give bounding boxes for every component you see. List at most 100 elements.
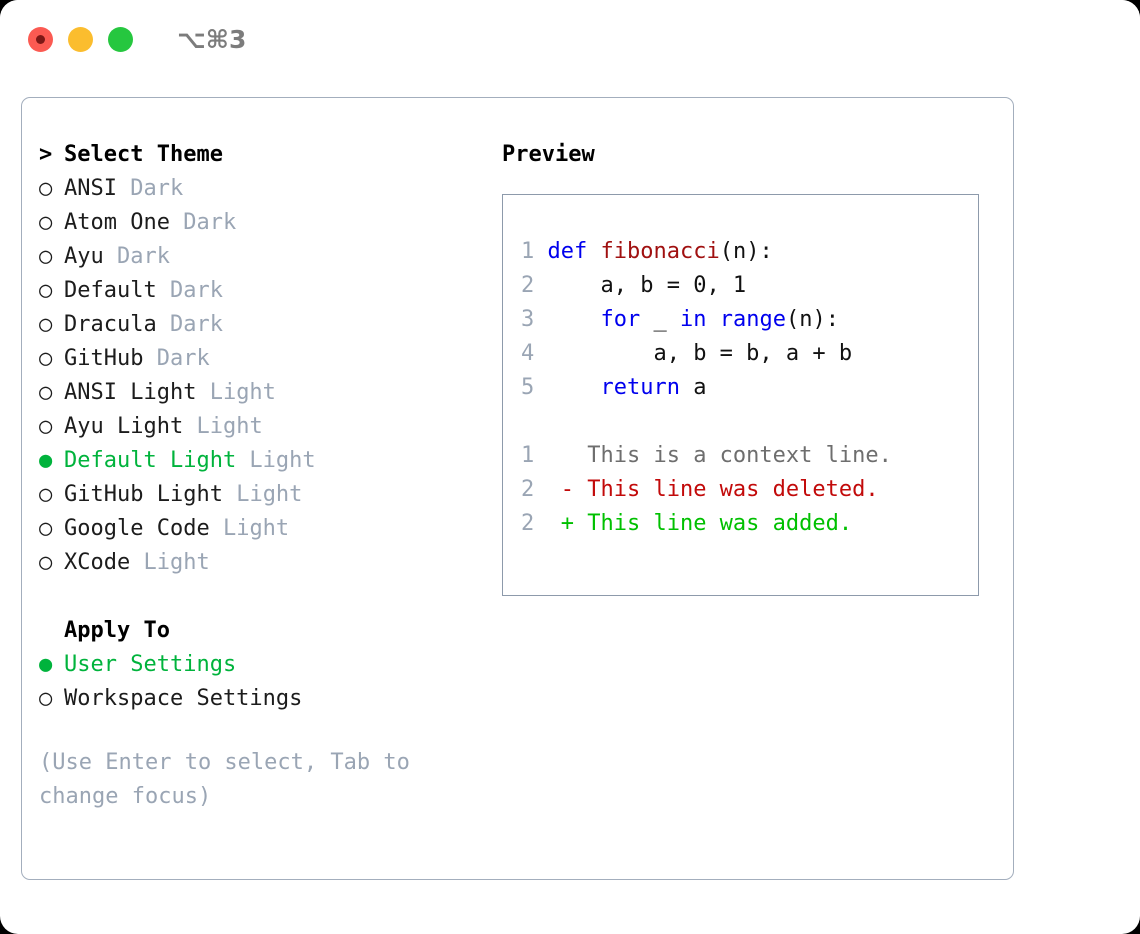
diff-line: 2 + This line was added. [521, 507, 978, 541]
item-variant-label: Light [130, 550, 210, 575]
item-variant-label: Dark [143, 346, 210, 371]
code-token: (n): [785, 307, 839, 332]
section-spacer [39, 580, 479, 614]
apply-to-header: Apply To [39, 614, 479, 648]
title-bar: ⌥⌘3 [0, 0, 1140, 78]
item-variant-label: Light [222, 482, 303, 507]
line-number: 1 [521, 443, 548, 468]
theme-option[interactable]: ○ Dracula Dark [39, 308, 479, 342]
apply-to-option[interactable]: ○ Workspace Settings [39, 682, 479, 716]
code-token: fibonacci [600, 239, 720, 264]
preview-column: Preview 1 def fibonacci(n):2 a, b = 0, 1… [502, 138, 992, 596]
code-token: a [679, 375, 707, 400]
theme-option[interactable]: ○ Ayu Light Light [39, 410, 479, 444]
item-label: GitHub [64, 346, 144, 371]
code-diff-spacer [521, 405, 978, 439]
theme-option[interactable]: ○ XCode Light [39, 546, 479, 580]
code-line: 2 a, b = 0, 1 [521, 269, 978, 303]
diff-line: 1 This is a context line. [521, 439, 978, 473]
line-number: 4 [521, 341, 548, 366]
radio-selected-icon[interactable]: ● [39, 652, 66, 677]
code-token [548, 375, 601, 400]
content-panel: > Select Theme ○ ANSI Dark○ Atom One Dar… [21, 97, 1014, 880]
radio-unselected-icon[interactable]: ○ [39, 210, 66, 235]
code-token: a, b = b, a + b [547, 341, 853, 366]
item-label: Atom One [64, 210, 170, 235]
theme-option[interactable]: ○ Ayu Dark [39, 240, 479, 274]
code-token: a, b = 0, 1 [547, 273, 747, 298]
diff-content: - This line was deleted. [547, 477, 879, 502]
item-variant-label: Light [236, 448, 316, 473]
code-token: return [600, 375, 680, 400]
section-title: Apply To [64, 618, 170, 643]
line-number: 2 [521, 477, 548, 502]
minimize-window-icon[interactable] [68, 26, 93, 52]
item-variant-label: Dark [156, 278, 223, 303]
code-token: (n): [719, 239, 773, 264]
theme-option[interactable]: ○ Atom One Dark [39, 206, 479, 240]
line-number: 2 [521, 273, 548, 298]
item-label: User Settings [64, 652, 237, 677]
item-label: XCode [64, 550, 131, 575]
code-token: def [547, 239, 601, 264]
radio-unselected-icon[interactable]: ○ [39, 550, 66, 575]
theme-option[interactable]: ○ ANSI Dark [39, 172, 479, 206]
item-label: Ayu [64, 244, 104, 269]
radio-unselected-icon[interactable]: ○ [39, 346, 66, 371]
radio-unselected-icon[interactable]: ○ [39, 380, 66, 405]
select-theme-header: > Select Theme [39, 138, 479, 172]
theme-list[interactable]: ○ ANSI Dark○ Atom One Dark○ Ayu Dark○ De… [39, 172, 479, 580]
theme-option[interactable]: ○ ANSI Light Light [39, 376, 479, 410]
item-variant-label: Dark [103, 244, 170, 269]
item-variant-label: Light [209, 516, 290, 541]
apply-to-option[interactable]: ● User Settings [39, 648, 479, 682]
radio-unselected-icon[interactable]: ○ [39, 516, 66, 541]
item-label: Default Light [64, 448, 237, 473]
code-line: 1 def fibonacci(n): [521, 235, 978, 269]
item-label: ANSI Light [64, 380, 197, 405]
line-number: 1 [521, 239, 548, 264]
radio-unselected-icon[interactable]: ○ [39, 176, 66, 201]
code-token: for [600, 307, 641, 332]
radio-unselected-icon[interactable]: ○ [39, 244, 66, 269]
radio-unselected-icon[interactable]: ○ [39, 686, 66, 711]
theme-option[interactable]: ○ GitHub Dark [39, 342, 479, 376]
theme-option[interactable]: ● Default Light Light [39, 444, 479, 478]
radio-selected-icon[interactable]: ● [39, 448, 66, 473]
theme-selector-column: > Select Theme ○ ANSI Dark○ Atom One Dar… [39, 138, 479, 814]
code-token: _ [640, 307, 680, 332]
preview-title: Preview [502, 142, 595, 167]
code-line: 4 a, b = b, a + b [521, 337, 978, 371]
item-label: Workspace Settings [64, 686, 303, 711]
item-label: Google Code [64, 516, 210, 541]
item-label: ANSI [64, 176, 117, 201]
theme-option[interactable]: ○ Default Dark [39, 274, 479, 308]
code-token: range [719, 307, 786, 332]
line-number: 3 [521, 307, 548, 332]
radio-unselected-icon[interactable]: ○ [39, 482, 66, 507]
item-variant-label: Dark [169, 210, 237, 235]
radio-unselected-icon[interactable]: ○ [39, 278, 66, 303]
maximize-window-icon[interactable] [108, 26, 133, 52]
diff-content: + This line was added. [547, 511, 853, 536]
diff-content: This is a context line. [547, 443, 892, 468]
focus-indicator [39, 614, 64, 648]
item-variant-label: Light [183, 414, 263, 439]
apply-to-list[interactable]: ● User Settings○ Workspace Settings [39, 648, 479, 716]
item-label: Dracula [64, 312, 157, 337]
radio-unselected-icon[interactable]: ○ [39, 414, 66, 439]
keyboard-hint-text: (Use Enter to select, Tab to change focu… [39, 750, 424, 809]
theme-option[interactable]: ○ Google Code Light [39, 512, 479, 546]
line-number: 2 [521, 511, 548, 536]
diff-line: 2 - This line was deleted. [521, 473, 978, 507]
item-label: GitHub Light [64, 482, 223, 507]
theme-option[interactable]: ○ GitHub Light Light [39, 478, 479, 512]
code-line: 5 return a [521, 371, 978, 405]
item-variant-label: Dark [116, 176, 184, 201]
item-label: Ayu Light [64, 414, 184, 439]
close-window-icon[interactable] [28, 26, 53, 52]
radio-unselected-icon[interactable]: ○ [39, 312, 66, 337]
